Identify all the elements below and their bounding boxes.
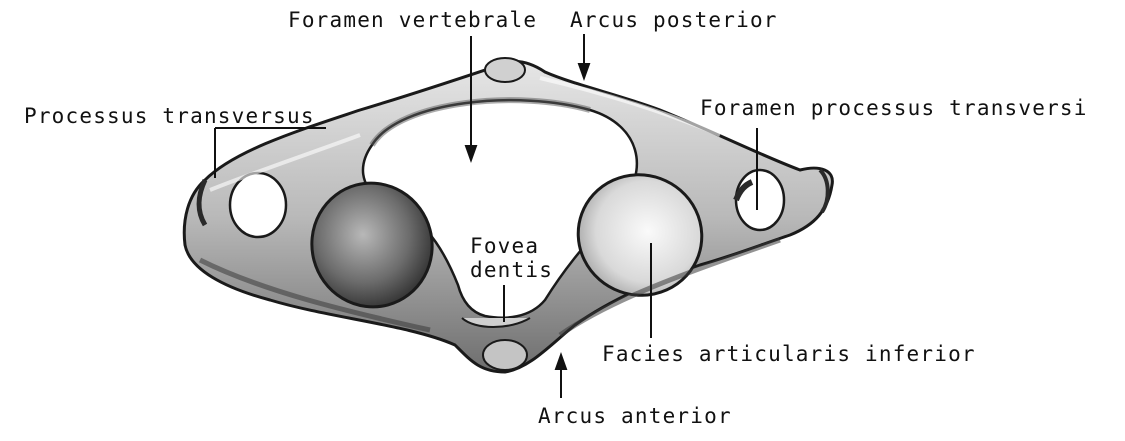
label-foramen-vertebrale: Foramen vertebrale xyxy=(288,8,537,32)
label-arcus-posterior: Arcus posterior xyxy=(570,8,778,32)
label-fovea-dentis-line2: dentis xyxy=(470,258,553,282)
left-transverse-foramen xyxy=(230,173,286,237)
label-processus-transversus: Processus transversus xyxy=(24,104,315,128)
label-fovea-dentis: Fovea dentis xyxy=(470,234,553,282)
label-foramen-processus-transversi: Foramen processus transversi xyxy=(700,96,1088,120)
label-facies-articularis-inferior: Facies articularis inferior xyxy=(602,342,976,366)
label-arcus-anterior: Arcus anterior xyxy=(538,404,732,428)
right-transverse-foramen xyxy=(736,170,784,230)
label-fovea-dentis-line1: Fovea xyxy=(470,234,553,258)
